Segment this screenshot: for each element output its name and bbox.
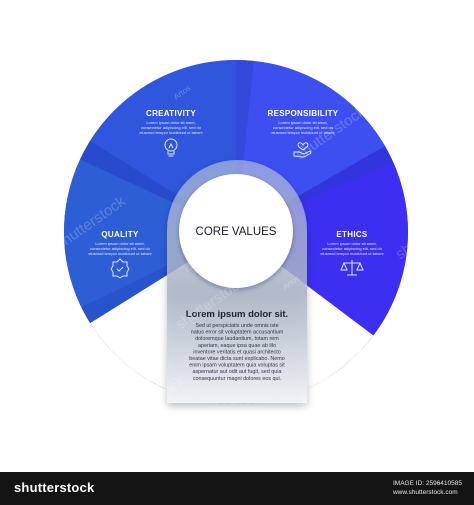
- center-circle: [179, 174, 293, 288]
- footer-bar: shutterstock IMAGE ID: 2596410585 www.sh…: [0, 472, 474, 505]
- segment-creativity-line: Lorem ipsum dolor sit amet,: [146, 120, 195, 125]
- card-text-line: consequuntur magni dolores eos qui.: [193, 376, 281, 382]
- segment-quality: QUALITY Lorem ipsum dolor sit amet, cons…: [88, 230, 152, 279]
- segment-ethics-title: ETHICS: [336, 230, 367, 239]
- scales-icon: [340, 260, 364, 276]
- center-title: CORE VALUES: [196, 226, 277, 238]
- segment-creativity-title: CREATIVITY: [146, 109, 196, 118]
- footer-logo: shutterstock: [14, 480, 95, 495]
- segment-responsibility-line: consectetur adipiscing elit, sed do: [273, 125, 334, 130]
- segment-responsibility-line: Lorem ipsum dolor sit amet,: [278, 120, 327, 125]
- footer-info: IMAGE ID: 2596410585 www.shutterstock.co…: [393, 479, 462, 497]
- hand-heart-icon: [293, 142, 312, 158]
- segment-creativity-line: eiusmod tempor incididunt ut labore: [139, 130, 203, 135]
- card-text-line: aperiam, eaque ipsa quae ab illo: [198, 343, 276, 349]
- segment-ethics: ETHICS Lorem ipsum dolor sit amet, conse…: [320, 230, 384, 276]
- card-text-line: aspernatur aut odit aut fugit, sed quia: [192, 369, 281, 375]
- segment-ethics-line: eiusmod tempor incididunt ut labore: [320, 251, 384, 256]
- card-body: Sed ut perspiciatis unde omnis istenatus…: [189, 323, 285, 382]
- card-text-line: natus error sit voluptatem accusantium: [191, 330, 284, 336]
- card-text-line: inventore veritatis et quasi architecto: [193, 349, 281, 355]
- segment-quality-wedge: [63, 159, 236, 324]
- segment-quality-line: Lorem ipsum dolor sit amet,: [95, 241, 144, 246]
- segment-responsibility-title: RESPONSIBILITY: [268, 109, 339, 118]
- watermark-text: shutterstock: [278, 0, 354, 38]
- segment-ethics-wedge: [236, 146, 408, 336]
- card-text-line: enim ipsam voluptatem quia voluptas sit: [189, 363, 285, 369]
- segment-responsibility: RESPONSIBILITY Lorem ipsum dolor sit ame…: [268, 109, 339, 158]
- footer-image-id: IMAGE ID: 2596410585: [392, 480, 462, 487]
- segment-creativity-line: consectetur adipiscing elit, sed do: [141, 125, 202, 130]
- segment-quality-line: consectetur adipiscing elit, sed do: [90, 246, 151, 251]
- card-text-line: beatae vitae dicta sunt explicabo. Nemo: [189, 356, 285, 362]
- segment-ethics-line: Lorem ipsum dolor sit amet,: [327, 241, 376, 246]
- card-text-line: doloremque laudantium, totam rem: [195, 336, 279, 342]
- segment-creativity: CREATIVITY Lorem ipsum dolor sit amet, c…: [139, 109, 203, 157]
- segment-quality-title: QUALITY: [101, 230, 139, 239]
- lightbulb-icon: [164, 138, 178, 157]
- segment-responsibility-line: eiusmod tempor incididunt ut labore: [271, 130, 335, 135]
- footer-url: www.shutterstock.com: [392, 489, 458, 496]
- quality-badge-icon: [110, 258, 130, 279]
- segment-quality-line: eiusmod tempor incididunt ut labore: [88, 251, 152, 256]
- core-values-diagram: CREATIVITY Lorem ipsum dolor sit amet, c…: [63, 0, 408, 404]
- card-title: Lorem ipsum dolor sit.: [186, 309, 288, 320]
- segment-ethics-line: consectetur adipiscing elit, sed do: [322, 246, 383, 251]
- card-text-line: Sed ut perspiciatis unde omnis iste: [195, 323, 278, 329]
